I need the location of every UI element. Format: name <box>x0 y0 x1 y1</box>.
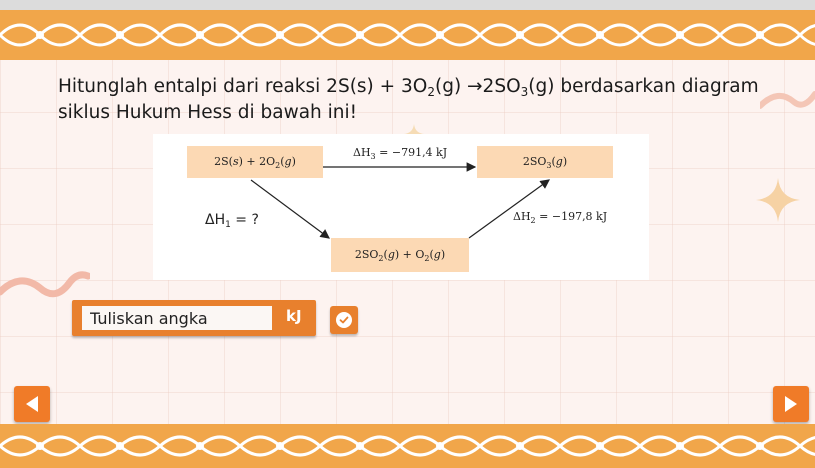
arrow-dh1 <box>250 179 330 239</box>
label-dh1: ΔH1 = ? <box>205 212 259 230</box>
answer-input[interactable] <box>82 306 272 330</box>
submit-check-button[interactable] <box>330 306 358 334</box>
diagram-arrows <box>250 162 550 239</box>
bottom-ornament-border <box>0 424 815 468</box>
swirl-decoration-right <box>760 91 815 109</box>
triangle-right-icon <box>785 396 797 412</box>
label-dh2: ΔH2 = −197,8 kJ <box>513 210 608 225</box>
check-circle-icon <box>336 312 352 328</box>
sparkle-decoration-right <box>756 178 800 222</box>
box-reactants: 2S(s) + 2O2(g) <box>187 146 323 178</box>
box-intermediate: 2SO2(g) + O2(g) <box>331 238 469 272</box>
question-text: Hitunglah entalpi dari reaksi 2S(s) + 3O… <box>58 74 778 126</box>
next-button[interactable] <box>773 386 809 422</box>
question-line-1: Hitunglah entalpi dari reaksi 2S(s) + 3O… <box>58 76 759 99</box>
swirl-decoration-left <box>0 271 90 298</box>
window-top-bar <box>0 0 815 10</box>
hess-cycle-diagram: 2S(s) + 2O2(g) ΔH3 = −791,4 kJ 2SO3(g) Δ… <box>153 134 649 280</box>
answer-field-container: kJ <box>72 300 316 336</box>
question-line-2: siklus Hukum Hess di bawah ini! <box>58 102 358 123</box>
arrow-dh2 <box>468 179 550 239</box>
previous-button[interactable] <box>14 386 50 422</box>
label-dh3: ΔH3 = −791,4 kJ <box>353 146 448 161</box>
triangle-left-icon <box>26 396 38 412</box>
box-product: 2SO3(g) <box>477 146 613 178</box>
top-ornament-border <box>0 10 815 60</box>
unit-label: kJ <box>286 307 302 325</box>
